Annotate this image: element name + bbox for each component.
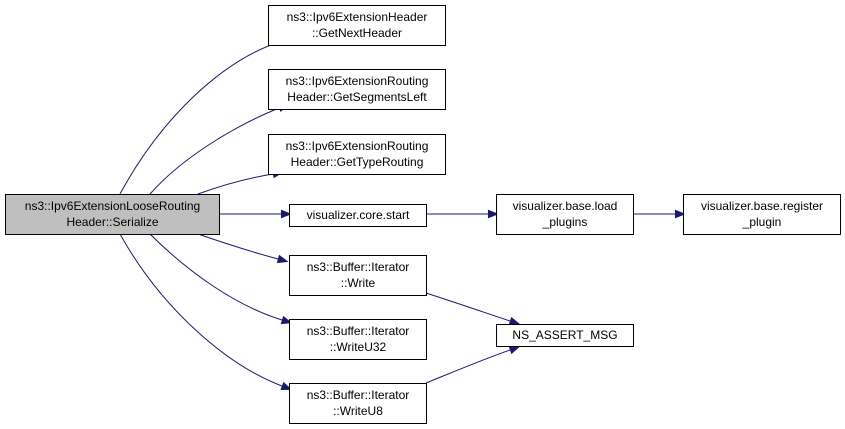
node-label-line: visualizer.base.register [701,199,823,213]
node-get-next-header[interactable]: ns3::Ipv6ExtensionHeader::GetNextHeader [268,5,446,46]
arrowhead-icon [280,381,293,391]
node-box[interactable] [268,134,446,175]
node-box[interactable] [496,194,634,235]
edge-line [197,173,274,195]
node-core-start[interactable]: visualizer.core.start [289,204,427,227]
node-iterator-write[interactable]: ns3::Buffer::Iterator::Write [289,255,427,296]
node-label-line: ns3::Buffer::Iterator [307,324,410,338]
node-label-line: _plugins [542,215,588,229]
edge-serialize-to-get-next-header [119,37,290,195]
node-label-line: ::WriteU8 [333,404,383,418]
node-label-line: ns3::Buffer::Iterator [307,388,410,402]
node-box[interactable] [289,319,427,360]
edge-line [119,233,283,387]
node-box[interactable] [496,324,634,347]
arrowhead-icon [674,209,686,219]
edge-line [197,233,279,260]
node-label-line: ::Write [341,276,376,290]
arrowhead-icon [508,345,521,355]
edge-load-plugins-to-register-plugin [633,209,686,219]
node-label-line: ns3::Ipv6ExtensionHeader [287,10,428,24]
node-register-plugin[interactable]: visualizer.base.register _plugin [683,194,841,235]
arrowhead-icon [487,209,499,219]
node-label-line: ns3::Ipv6ExtensionRouting [286,74,429,88]
node-box[interactable] [268,69,446,110]
node-box[interactable] [289,204,427,227]
node-get-segments-left[interactable]: ns3::Ipv6ExtensionRoutingHeader::GetSegm… [268,69,446,110]
node-box[interactable] [5,194,220,235]
nodes-layer: ns3::Ipv6ExtensionLooseRoutingHeader::Se… [5,5,841,424]
edge-line [425,349,511,384]
node-label-line: visualizer.core.start [307,208,410,222]
edge-line [425,292,511,322]
arrowhead-icon [280,209,292,219]
node-label-line: visualizer.base.load [513,199,618,213]
edge-iterator-write-to-ns-assert-msg [425,292,521,326]
node-label-line: ns3::Ipv6ExtensionRouting [286,139,429,153]
edge-serialize-to-iterator-writeu32 [149,233,293,325]
node-box[interactable] [289,255,427,296]
node-box[interactable] [683,194,841,235]
node-box[interactable] [289,383,427,424]
node-label-line: ::GetNextHeader [312,26,402,40]
edge-line [149,233,283,321]
node-iterator-writeu32[interactable]: ns3::Buffer::Iterator::WriteU32 [289,319,427,360]
edge-core-start-to-load-plugins [426,209,499,219]
arrowhead-icon [276,254,289,264]
node-label-line: Header::GetSegmentsLeft [287,90,427,104]
arrowhead-icon [280,315,293,325]
node-box[interactable] [268,5,446,46]
node-label-line: Header::GetTypeRouting [291,155,424,169]
node-ns-assert-msg[interactable]: NS_ASSERT_MSG [496,324,634,347]
node-label-line: ns3::Buffer::Iterator [307,260,410,274]
arrowhead-icon [508,316,521,326]
node-label-line: Header::Serialize [66,215,158,229]
node-iterator-writeu8[interactable]: ns3::Buffer::Iterator::WriteU8 [289,383,427,424]
edge-serialize-to-iterator-writeu8 [119,233,293,391]
edge-line [149,107,280,195]
node-label-line: _plugin [742,215,782,229]
node-label-line: ::WriteU32 [330,340,387,354]
node-label-line: ns3::Ipv6ExtensionLooseRouting [25,199,200,213]
node-get-type-routing[interactable]: ns3::Ipv6ExtensionRoutingHeader::GetType… [268,134,446,175]
edge-iterator-writeu8-to-ns-assert-msg [425,345,521,384]
node-load-plugins[interactable]: visualizer.base.load _plugins [496,194,634,235]
node-label-line: NS_ASSERT_MSG [512,328,617,342]
edge-serialize-to-iterator-write [197,233,289,264]
edge-line [119,41,280,195]
node-serialize[interactable]: ns3::Ipv6ExtensionLooseRoutingHeader::Se… [5,194,220,235]
edge-serialize-to-core-start [219,209,292,219]
edge-serialize-to-get-segments-left [149,103,289,195]
